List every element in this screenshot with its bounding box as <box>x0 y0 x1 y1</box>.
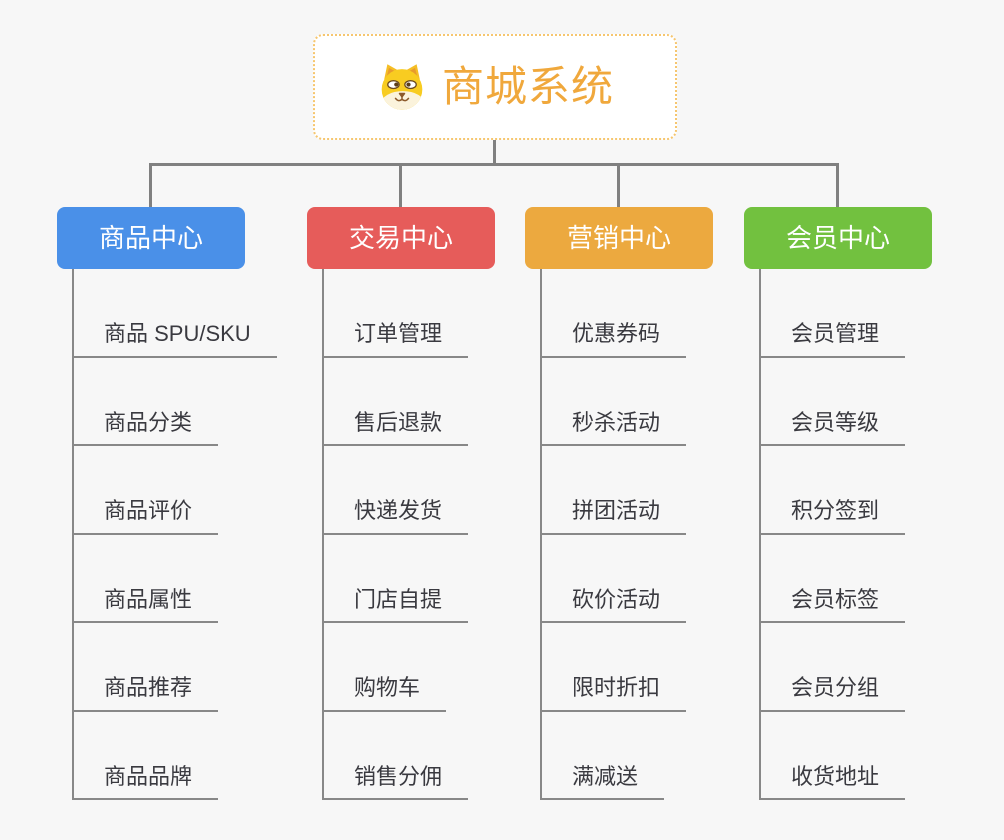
mindmap-item-row: 会员等级 <box>761 358 994 446</box>
connector-drop-2 <box>399 163 402 208</box>
connector-root-stub <box>493 140 496 165</box>
mindmap-item-row: 商品推荐 <box>74 623 307 712</box>
mindmap-item[interactable]: 砍价活动 <box>542 586 687 623</box>
mindmap-item-row: 优惠券码 <box>542 269 775 358</box>
mindmap-item-row: 订单管理 <box>324 269 557 358</box>
mindmap-item[interactable]: 商品 SPU/SKU <box>74 320 277 358</box>
connector-drop-1 <box>149 163 152 208</box>
root-title: 商城系统 <box>441 63 614 110</box>
mindmap-item-row: 积分签到 <box>761 446 994 535</box>
mindmap-item-row: 会员管理 <box>761 269 994 358</box>
mindmap-item[interactable]: 售后退款 <box>324 409 469 446</box>
mindmap-item[interactable]: 会员标签 <box>761 586 906 623</box>
mindmap-item-row: 商品 SPU/SKU <box>74 269 307 358</box>
connector-drop-3 <box>617 163 620 208</box>
mindmap-item[interactable]: 会员等级 <box>761 409 906 446</box>
mindmap-item-row: 会员标签 <box>761 535 994 623</box>
mindmap-item-row: 限时折扣 <box>542 623 775 712</box>
mindmap-item-row: 拼团活动 <box>542 446 775 535</box>
branch-items: 订单管理 售后退款 快递发货 门店自提 购物车 销售分佣 <box>322 269 557 800</box>
mindmap-item[interactable]: 购物车 <box>324 674 447 712</box>
mindmap-item-row: 秒杀活动 <box>542 358 775 446</box>
mindmap-item-row: 快递发货 <box>324 446 557 535</box>
mindmap-item[interactable]: 满减送 <box>542 763 665 800</box>
mindmap-item-row: 砍价活动 <box>542 535 775 623</box>
branch-product-center: 商品中心 商品 SPU/SKU 商品分类 商品评价 商品属性 商品推荐 商品品牌 <box>57 207 307 800</box>
mindmap-item-row: 售后退款 <box>324 358 557 446</box>
mindmap-item-row: 商品评价 <box>74 446 307 535</box>
mindmap-item[interactable]: 门店自提 <box>324 586 469 623</box>
mindmap-item[interactable]: 会员分组 <box>761 674 906 712</box>
dog-face-icon <box>376 61 428 113</box>
mindmap-item-row: 商品属性 <box>74 535 307 623</box>
mindmap-item[interactable]: 快递发货 <box>324 497 469 535</box>
mindmap-item-row: 满减送 <box>542 712 775 800</box>
mindmap-item[interactable]: 收货地址 <box>761 763 906 800</box>
branch-marketing-center: 营销中心 优惠券码 秒杀活动 拼团活动 砍价活动 限时折扣 满减送 <box>525 207 775 800</box>
mindmap-item-row: 收货地址 <box>761 712 994 800</box>
mindmap-item[interactable]: 商品分类 <box>74 409 219 446</box>
mindmap-item[interactable]: 订单管理 <box>324 320 469 358</box>
connector-horizontal-bar <box>149 163 839 166</box>
mindmap-item[interactable]: 限时折扣 <box>542 674 687 712</box>
mindmap-item[interactable]: 拼团活动 <box>542 497 687 535</box>
mindmap-item[interactable]: 商品属性 <box>74 586 219 623</box>
mindmap-item-row: 销售分佣 <box>324 712 557 800</box>
mindmap-item-row: 商品品牌 <box>74 712 307 800</box>
branch-header-marketing-center[interactable]: 营销中心 <box>525 207 713 269</box>
mindmap-item-row: 会员分组 <box>761 623 994 712</box>
branch-header-member-center[interactable]: 会员中心 <box>744 207 932 269</box>
root-node[interactable]: 商城系统 <box>313 34 677 140</box>
mindmap-item[interactable]: 商品推荐 <box>74 674 219 712</box>
mindmap-item[interactable]: 秒杀活动 <box>542 409 687 446</box>
mindmap-item[interactable]: 商品品牌 <box>74 763 219 800</box>
branch-trade-center: 交易中心 订单管理 售后退款 快递发货 门店自提 购物车 销售分佣 <box>307 207 557 800</box>
connector-drop-4 <box>836 163 839 208</box>
mindmap-item[interactable]: 会员管理 <box>761 320 906 358</box>
branch-header-product-center[interactable]: 商品中心 <box>57 207 245 269</box>
mindmap-item[interactable]: 销售分佣 <box>324 763 469 800</box>
mindmap-item[interactable]: 优惠券码 <box>542 320 687 358</box>
mindmap-item-row: 商品分类 <box>74 358 307 446</box>
branch-items: 会员管理 会员等级 积分签到 会员标签 会员分组 收货地址 <box>759 269 994 800</box>
branch-header-trade-center[interactable]: 交易中心 <box>307 207 495 269</box>
mindmap-item[interactable]: 积分签到 <box>761 497 906 535</box>
branch-member-center: 会员中心 会员管理 会员等级 积分签到 会员标签 会员分组 收货地址 <box>744 207 994 800</box>
branch-items: 优惠券码 秒杀活动 拼团活动 砍价活动 限时折扣 满减送 <box>540 269 775 800</box>
branch-items: 商品 SPU/SKU 商品分类 商品评价 商品属性 商品推荐 商品品牌 <box>72 269 307 800</box>
mindmap-item-row: 购物车 <box>324 623 557 712</box>
mindmap-item-row: 门店自提 <box>324 535 557 623</box>
mindmap-item[interactable]: 商品评价 <box>74 497 219 535</box>
